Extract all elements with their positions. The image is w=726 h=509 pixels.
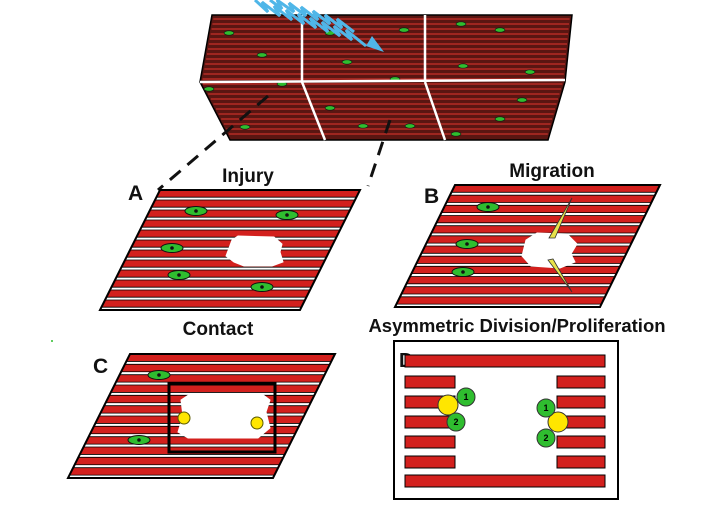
migration-track-icon bbox=[547, 197, 573, 293]
muscle-fiber bbox=[145, 209, 351, 218]
panel-c-letter: C bbox=[93, 355, 108, 378]
muscle-fiber bbox=[556, 395, 606, 409]
overview-cell bbox=[223, 30, 235, 36]
cell-label-2-left: 2 bbox=[453, 417, 458, 427]
overview-cell bbox=[494, 27, 506, 33]
muscle-fiber bbox=[404, 474, 606, 488]
muscle-fiber bbox=[140, 219, 346, 228]
muscle-fiber bbox=[110, 279, 316, 288]
overview-cell bbox=[404, 123, 416, 129]
contact-cells bbox=[177, 411, 264, 430]
overview-cell bbox=[516, 97, 528, 103]
muscle-fiber bbox=[404, 375, 456, 389]
satellite-cell-icon-nucleus bbox=[170, 246, 174, 250]
satellite-cell-icon-nucleus bbox=[465, 242, 469, 246]
injury-lesion bbox=[225, 235, 284, 267]
satellite-cell-icon-nucleus bbox=[177, 273, 181, 277]
panel-d-title: Asymmetric Division/Proliferation bbox=[368, 315, 665, 336]
overview-cell bbox=[357, 123, 369, 129]
muscle-fiber bbox=[73, 456, 284, 466]
overview-tissue-block bbox=[199, 0, 573, 141]
panel-c-contact: C Contact bbox=[66, 319, 337, 479]
muscle-fiber bbox=[404, 354, 606, 368]
muscle-fiber bbox=[556, 455, 606, 469]
panel-a-title: Injury bbox=[222, 166, 274, 187]
satellite-cell-icon-nucleus bbox=[486, 205, 490, 209]
injury-signal-icon bbox=[253, 0, 384, 52]
dividing-cells-right bbox=[536, 398, 569, 448]
contact-lesion bbox=[177, 393, 271, 439]
cell-label-1-left: 1 bbox=[463, 392, 468, 402]
muscle-fiber bbox=[150, 199, 356, 208]
muscle-fiber bbox=[115, 269, 321, 278]
panel-b-letter: B bbox=[424, 185, 439, 208]
panel-b-migration: B Migration bbox=[393, 161, 662, 308]
muscle-fiber bbox=[556, 375, 606, 389]
panel-a-injury: A Injury bbox=[98, 166, 362, 311]
overview-cell bbox=[341, 59, 353, 65]
satellite-cell-icon-nucleus bbox=[194, 209, 198, 213]
overview-cell bbox=[256, 52, 268, 58]
muscle-fiber bbox=[125, 353, 336, 362]
overview-cell bbox=[324, 105, 336, 111]
muscle-fiber bbox=[435, 215, 646, 224]
muscle-fiber bbox=[404, 435, 456, 449]
muscle-fiber bbox=[445, 194, 656, 203]
overview-cell bbox=[524, 69, 536, 75]
muscle-fiber-outline bbox=[98, 189, 362, 311]
muscle-fiber bbox=[430, 225, 641, 234]
stray-dot bbox=[51, 340, 53, 342]
cell-label-1-right: 1 bbox=[543, 403, 548, 413]
zoom-region-box bbox=[167, 382, 277, 454]
overview-cell bbox=[494, 116, 506, 122]
muscle-fiber-outline bbox=[393, 184, 662, 308]
muscle-fiber bbox=[556, 435, 606, 449]
overview-cell bbox=[450, 131, 462, 137]
muscle-fiber bbox=[450, 184, 661, 193]
panel-c-title: Contact bbox=[183, 319, 254, 340]
satellite-cell-icon-nucleus bbox=[461, 270, 465, 274]
overview-cell bbox=[203, 86, 215, 92]
overview-cell bbox=[239, 124, 251, 130]
satellite-cell-icon-nucleus bbox=[157, 373, 161, 377]
muscle-fiber bbox=[400, 286, 611, 295]
muscle-fiber bbox=[415, 255, 626, 264]
muscle-fiber bbox=[395, 296, 606, 305]
overview-cell bbox=[455, 21, 467, 27]
panel-b-title: Migration bbox=[509, 161, 595, 182]
muscle-fiber bbox=[100, 299, 306, 308]
muscle-fiber bbox=[68, 467, 279, 476]
dividing-cells-left bbox=[437, 387, 476, 432]
muscle-fiber bbox=[120, 259, 326, 268]
muscle-fiber bbox=[440, 204, 651, 214]
overview-cell bbox=[398, 27, 410, 33]
muscle-fiber bbox=[405, 276, 616, 285]
cell-label-2-right: 2 bbox=[543, 433, 548, 443]
panel-a-letter: A bbox=[128, 182, 143, 205]
muscle-fiber bbox=[115, 374, 326, 383]
muscle-fiber bbox=[105, 289, 311, 298]
panel-d-division: Asymmetric Division/Proliferation D 1 2 … bbox=[368, 315, 666, 500]
overview-cell bbox=[457, 63, 469, 69]
muscle-fiber bbox=[404, 455, 456, 469]
muscle-fiber bbox=[110, 384, 321, 393]
satellite-cell-icon-nucleus bbox=[285, 213, 289, 217]
zoom-guide-lines bbox=[157, 94, 392, 192]
satellite-cell-icon-nucleus bbox=[260, 285, 264, 289]
muscle-fiber bbox=[155, 189, 361, 198]
muscle-fiber-outline bbox=[66, 353, 337, 479]
muscle-fiber bbox=[410, 265, 621, 275]
satellite-cell-icon-nucleus bbox=[137, 438, 141, 442]
muscle-fiber bbox=[120, 363, 331, 373]
